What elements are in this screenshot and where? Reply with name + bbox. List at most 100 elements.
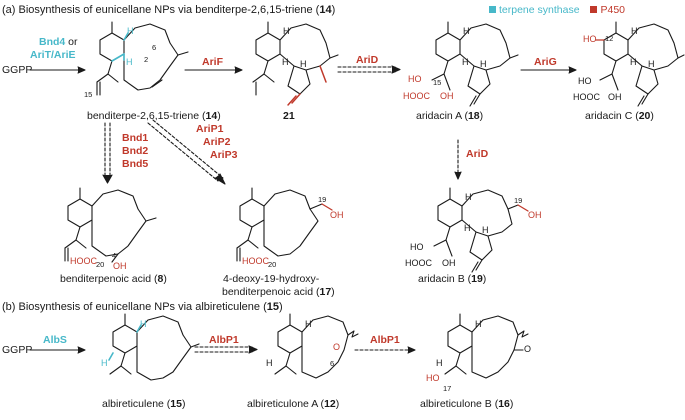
name-17-line1: 4-deoxy-19-hydroxy- xyxy=(223,273,320,285)
locant-6-12: 6 xyxy=(330,359,335,368)
p450-swatch xyxy=(590,6,598,13)
atom-hooc-20: HOOC xyxy=(573,92,600,102)
locant-19: 19 xyxy=(514,196,523,205)
atom-oh-18: OH xyxy=(440,91,454,101)
highlight-19 xyxy=(517,204,529,212)
arrow-18-to-19 xyxy=(454,139,462,180)
arrow-15-to-12 xyxy=(194,346,253,353)
section-a-title-num: 14 xyxy=(319,4,332,16)
atom-hooc-18: HOOC xyxy=(403,91,430,101)
enzyme-albp1-a: AlbP1 xyxy=(209,334,239,346)
name-15: albireticulene (15) xyxy=(102,398,186,410)
atom-hooc-19: HOOC xyxy=(405,258,432,268)
name-20: aridacin C (20) xyxy=(585,110,654,122)
locant-2: 2 xyxy=(144,55,149,64)
name-17: benditerpenoic acid (17) xyxy=(222,286,335,298)
locant-20-8: 20 xyxy=(96,260,105,269)
enzyme-albs: AlbS xyxy=(43,334,67,346)
arrow-14-to-17 xyxy=(147,119,224,182)
atom-h-21-c: H xyxy=(300,59,307,69)
atom-h-15-b: H xyxy=(101,358,108,368)
name-14: benditerpe-2,6,15-triene (14) xyxy=(87,110,221,122)
structure-19 xyxy=(433,187,519,273)
structure-18 xyxy=(431,21,519,107)
highlight-14 xyxy=(111,32,129,62)
section-b-title-suffix: ) xyxy=(279,301,283,313)
atom-h-20-c: H xyxy=(648,59,655,69)
section-a-title-prefix: (a) Biosynthesis of eunicellane NPs via … xyxy=(2,4,320,16)
enzyme-arif: AriF xyxy=(202,56,223,68)
locant-15-18: 15 xyxy=(433,78,442,87)
atom-h-14-a: H xyxy=(127,26,134,36)
terpene-synthase-swatch xyxy=(489,6,496,13)
atom-h-16-b: H xyxy=(436,358,443,368)
structure-17 xyxy=(236,187,323,262)
structure-15 xyxy=(109,313,200,381)
arrowhead-14-to-17 xyxy=(214,173,226,185)
locant-19-17: 19 xyxy=(318,195,327,204)
name-19: aridacin B (19) xyxy=(418,273,487,285)
atom-oh-19: OH xyxy=(528,210,542,220)
name-8: benditerpenoic acid (8) xyxy=(60,273,167,285)
structure-21 xyxy=(252,21,339,96)
enzyme-arip3: AriP3 xyxy=(210,149,238,161)
atom-ho-20-12: HO xyxy=(583,34,597,44)
atom-ho-16: HO xyxy=(426,373,440,383)
enzyme-arid-1: AriD xyxy=(356,54,379,66)
legend: terpene synthase P450 xyxy=(489,5,625,16)
atom-h-14-b: H xyxy=(126,57,133,67)
atom-o-12: O xyxy=(333,342,341,352)
section-b-title-prefix: (b) Biosynthesis of eunicellane NPs via … xyxy=(2,301,267,313)
atom-hooc-17: HOOC xyxy=(242,256,269,266)
arrow-ggpp-to-15 xyxy=(29,346,86,354)
atom-oh-19b: OH xyxy=(442,258,456,268)
legend-p450: P450 xyxy=(600,4,626,16)
atom-h-12-b: H xyxy=(266,358,273,368)
enzyme-arip2: AriP2 xyxy=(203,136,231,148)
enzyme-arip1: AriP1 xyxy=(196,123,224,135)
atom-h-18-c: H xyxy=(480,59,487,69)
structure-12 xyxy=(274,313,359,379)
enzyme-arid-2: AriD xyxy=(466,148,489,160)
atom-ho-18: HO xyxy=(408,74,422,84)
enzyme-bnd5: Bnd5 xyxy=(122,158,149,170)
atom-h-19-c: H xyxy=(482,225,489,235)
section-a-title: (a) Biosynthesis of eunicellane NPs via … xyxy=(2,5,335,16)
highlight-15 xyxy=(108,324,142,361)
arrow-14-to-21 xyxy=(184,66,243,74)
section-b-title: (b) Biosynthesis of eunicellane NPs via … xyxy=(2,302,283,313)
atom-ho-19: HO xyxy=(410,242,424,252)
highlight-17 xyxy=(321,203,333,211)
locant-6: 6 xyxy=(152,43,157,52)
atom-oh-17: OH xyxy=(330,210,344,220)
arrow-18-to-20 xyxy=(520,66,577,74)
highlight-21 xyxy=(287,65,327,106)
structure-8 xyxy=(64,187,157,263)
arrow-14-to-8 xyxy=(102,122,113,184)
atom-h-15-a: H xyxy=(140,319,147,329)
atom-h-19-a: H xyxy=(465,192,472,202)
name-18: aridacin A (18) xyxy=(416,110,484,122)
structure-16 xyxy=(444,313,529,379)
enzyme-bnd2: Bnd2 xyxy=(122,145,149,157)
atom-h-20-a: H xyxy=(631,26,638,36)
enzyme-arig: AriG xyxy=(534,56,557,68)
atom-h-21-a: H xyxy=(283,26,290,36)
atom-h-16-a: H xyxy=(475,319,482,329)
arrow-12-to-16 xyxy=(354,346,416,354)
ggpp-a: GGPP xyxy=(2,64,33,76)
atom-hooc-8: HOOC xyxy=(70,256,97,266)
section-a-title-suffix: ) xyxy=(331,4,336,16)
atom-oh-8: OH xyxy=(113,261,127,271)
enzyme-bnd4: Bnd4 or xyxy=(39,36,78,48)
name-21: 21 xyxy=(283,110,295,122)
atom-ho-20: HO xyxy=(578,76,592,86)
locant-4: 4 xyxy=(112,251,117,260)
atom-h-21-b: H xyxy=(282,57,289,67)
name-16: albireticulone B (16) xyxy=(420,398,514,410)
atom-oh-20: OH xyxy=(608,92,622,102)
atom-h-20-b: H xyxy=(630,57,637,67)
locant-17: 17 xyxy=(443,384,452,393)
arrow-ggpp-to-14 xyxy=(29,66,86,74)
